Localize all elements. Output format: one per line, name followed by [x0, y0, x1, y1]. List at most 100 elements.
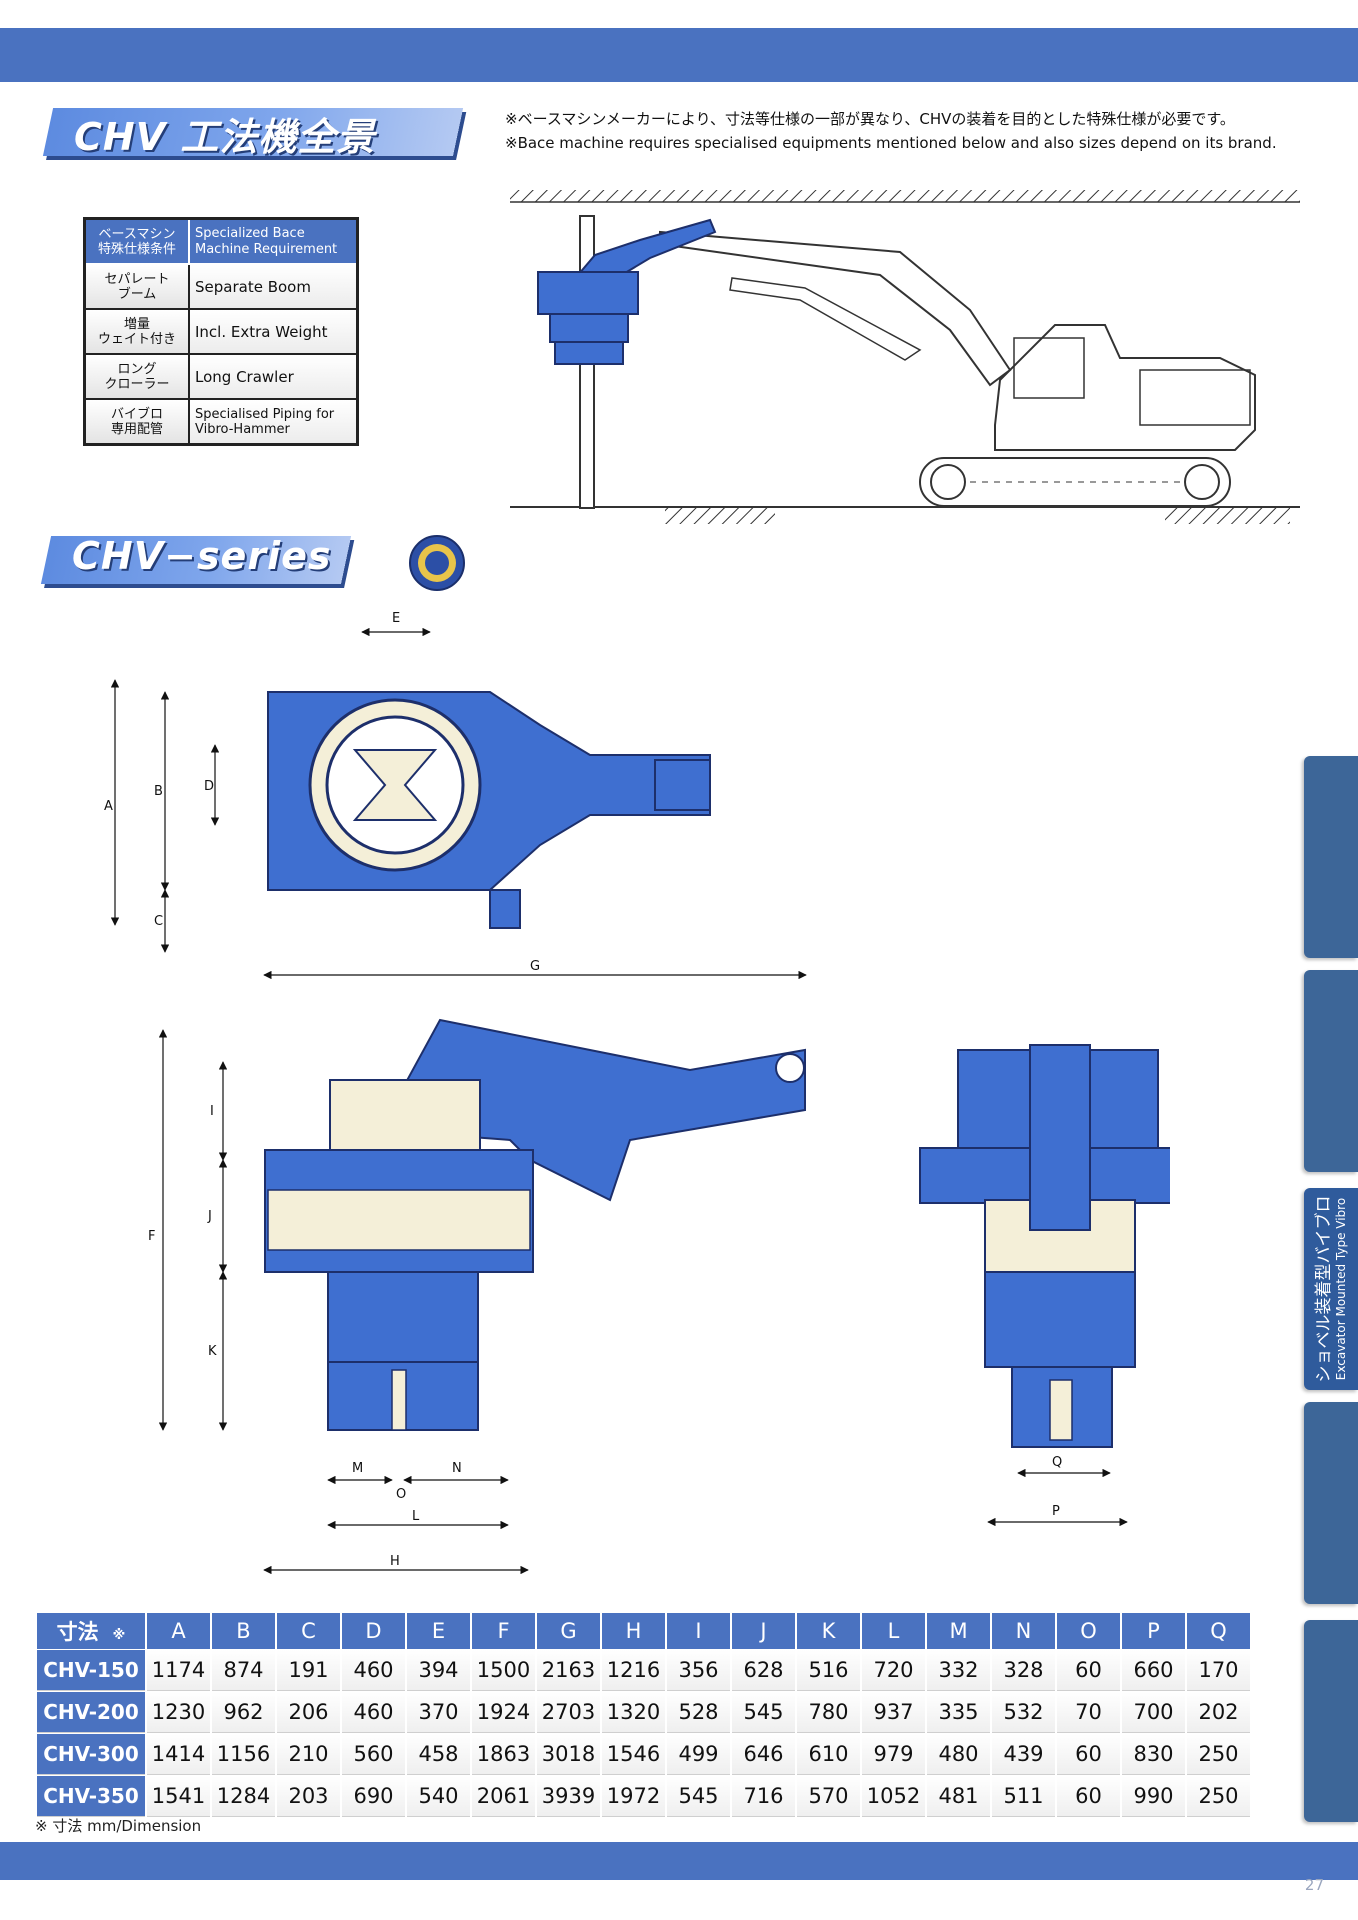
dimension-value: 60 — [1057, 1734, 1120, 1775]
excavator-drawing — [510, 190, 1300, 524]
dimension-value: 545 — [667, 1776, 730, 1817]
dim-label-h: H — [390, 1554, 400, 1569]
dim-label-f: F — [148, 1229, 155, 1244]
dimension-value: 60 — [1057, 1650, 1120, 1691]
column-header: N — [992, 1613, 1055, 1649]
dim-label-j: J — [207, 1209, 212, 1224]
spec-row-en: Specialised Piping for Vibro-Hammer — [188, 398, 359, 446]
dim-label-n: N — [452, 1461, 462, 1476]
dimension-value: 370 — [407, 1692, 470, 1733]
column-header: A — [147, 1613, 210, 1649]
emblem-icon — [409, 535, 465, 591]
dimension-value: 1972 — [602, 1776, 665, 1817]
spec-row-jp: ロング クローラー — [83, 353, 190, 400]
spec-row-en: Long Crawler — [188, 353, 359, 400]
model-name: CHV-300 — [37, 1734, 145, 1775]
dimension-value: 516 — [797, 1650, 860, 1691]
column-header: C — [277, 1613, 340, 1649]
dimension-value: 660 — [1122, 1650, 1185, 1691]
dimension-value: 250 — [1187, 1776, 1250, 1817]
dimension-value: 545 — [732, 1692, 795, 1733]
model-name: CHV-200 — [37, 1692, 145, 1733]
dimension-value: 1230 — [147, 1692, 210, 1733]
dimension-value: 328 — [992, 1650, 1055, 1691]
dimension-value: 2703 — [537, 1692, 600, 1733]
dimension-value: 70 — [1057, 1692, 1120, 1733]
column-header: M — [927, 1613, 990, 1649]
dim-label-c: C — [154, 914, 163, 929]
dimension-value: 356 — [667, 1650, 730, 1691]
dimension-value: 1216 — [602, 1650, 665, 1691]
dimension-drawings: A B C D E F G H I J K L M N O P Q — [104, 611, 1170, 1575]
dimension-value: 540 — [407, 1776, 470, 1817]
dimension-value: 1156 — [212, 1734, 275, 1775]
dimension-value: 690 — [342, 1776, 405, 1817]
dimension-value: 990 — [1122, 1776, 1185, 1817]
column-header: O — [1057, 1613, 1120, 1649]
ceiling-hatch — [510, 190, 1300, 202]
dim-label-l: L — [412, 1509, 420, 1524]
ground-hatch-right — [1165, 508, 1290, 524]
side-tab[interactable] — [1304, 756, 1358, 958]
spec-table-header: ベースマシン 特殊仕様条件 Specialized Bace Machine R… — [83, 217, 359, 265]
side-view-drawing — [264, 1018, 806, 1431]
top-band — [0, 28, 1358, 82]
dimension-value: 202 — [1187, 1692, 1250, 1733]
spec-row: ロング クローラー Long Crawler — [83, 353, 359, 400]
dim-label-g: G — [530, 959, 540, 974]
dimension-value: 191 — [277, 1650, 340, 1691]
dimension-value: 874 — [212, 1650, 275, 1691]
column-header: E — [407, 1613, 470, 1649]
spec-row-jp: バイブロ 専用配管 — [83, 398, 190, 446]
column-header: G — [537, 1613, 600, 1649]
dimension-value: 1546 — [602, 1734, 665, 1775]
side-tab-active[interactable]: ショベル装着型バイブロ Excavator Mounted Type Vibro — [1304, 1188, 1358, 1390]
dimension-value: 937 — [862, 1692, 925, 1733]
dimension-value: 460 — [342, 1692, 405, 1733]
dimension-corner-mark: ※ — [112, 1628, 126, 1643]
vibro-head — [537, 271, 639, 315]
column-header: B — [212, 1613, 275, 1649]
dimension-value: 439 — [992, 1734, 1055, 1775]
page-number: 27 — [1304, 1876, 1324, 1894]
column-header: J — [732, 1613, 795, 1649]
dimension-value: 720 — [862, 1650, 925, 1691]
dimension-value: 979 — [862, 1734, 925, 1775]
dimension-value: 206 — [277, 1692, 340, 1733]
ground-hatch-left — [665, 508, 775, 524]
dimension-value: 528 — [667, 1692, 730, 1733]
spec-header-en: Specialized Bace Machine Requirement — [188, 217, 359, 265]
dimension-value: 1500 — [472, 1650, 535, 1691]
dimension-value: 1174 — [147, 1650, 210, 1691]
side-tab-jp: ショベル装着型バイブロ — [1314, 1195, 1334, 1383]
dim-label-d: D — [204, 779, 214, 794]
model-name: CHV-350 — [37, 1776, 145, 1817]
dimension-value: 481 — [927, 1776, 990, 1817]
dim-label-m: M — [352, 1461, 363, 1476]
column-header: D — [342, 1613, 405, 1649]
side-tab-en: Excavator Mounted Type Vibro — [1334, 1197, 1348, 1381]
dimension-value: 560 — [342, 1734, 405, 1775]
side-tab[interactable] — [1304, 1402, 1358, 1604]
dimension-corner: 寸法※ — [37, 1613, 145, 1649]
dimension-value: 2061 — [472, 1776, 535, 1817]
column-header: F — [472, 1613, 535, 1649]
dimension-value: 780 — [797, 1692, 860, 1733]
dimension-value: 1924 — [472, 1692, 535, 1733]
side-tab[interactable] — [1304, 970, 1358, 1172]
dimension-value: 2163 — [537, 1650, 600, 1691]
spec-row-jp: 増量 ウェイト付き — [83, 308, 190, 355]
side-tab[interactable] — [1304, 1620, 1358, 1822]
dim-label-o: O — [396, 1487, 406, 1502]
dimension-value: 250 — [1187, 1734, 1250, 1775]
dim-label-k: K — [208, 1344, 217, 1359]
spec-row: 増量 ウェイト付き Incl. Extra Weight — [83, 308, 359, 355]
dimension-value: 335 — [927, 1692, 990, 1733]
dimension-footnote: ※ 寸法 mm/Dimension — [35, 1817, 202, 1835]
dimension-value: 646 — [732, 1734, 795, 1775]
column-header: P — [1122, 1613, 1185, 1649]
dimension-value: 610 — [797, 1734, 860, 1775]
